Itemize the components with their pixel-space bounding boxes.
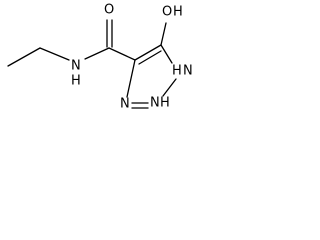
atom-ring-n2: N (150, 96, 160, 111)
atom-ring-oh-h: H (173, 5, 183, 20)
atom-ring-n1-h: H (172, 64, 182, 79)
atom-amide-n: N (71, 59, 81, 74)
atom-amide-h: H (71, 74, 81, 89)
atom-carbonyl-o: O (104, 3, 114, 18)
bond-ch2-n (39, 47, 70, 61)
bond-c4-c5-2 (138, 50, 162, 65)
bond-c5-oh (160, 22, 167, 46)
bond-n-carbonyl (84, 47, 110, 60)
bond-c4-c5-1 (134, 44, 162, 61)
bond-c5-n1 (160, 44, 173, 64)
bond-n1-n2 (162, 78, 177, 97)
atom-ring-n2-h: H (160, 96, 170, 111)
bond-ch3-ch2 (7, 47, 41, 67)
atom-ring-n3: N (120, 97, 130, 112)
bonds (7, 19, 177, 109)
atom-ring-n1: N (183, 64, 193, 79)
atom-ring-oh-o: O (162, 5, 172, 20)
bond-carbonyl-ring (108, 47, 136, 61)
chemical-structure-diagram: N H O O H N H N H N (7, 3, 193, 112)
bond-n3-c4 (126, 59, 136, 98)
atom-labels: N H O O H N H N H N (71, 3, 193, 112)
